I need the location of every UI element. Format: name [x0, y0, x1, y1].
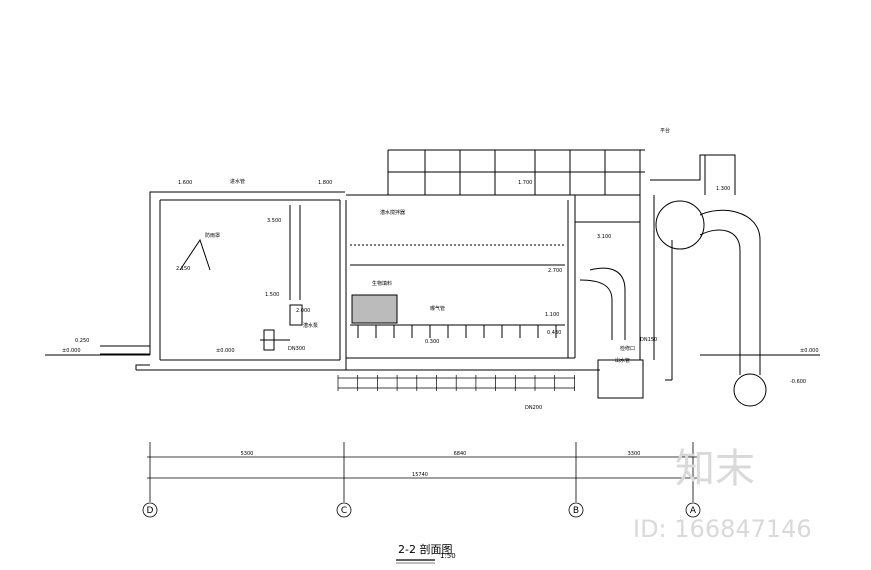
level-label: ±0.000: [216, 348, 235, 354]
level-label: 1.700: [518, 180, 532, 186]
level-label: -0.600: [790, 379, 806, 385]
level-label: 2.000: [296, 308, 310, 314]
drawing-scale: 1:50: [440, 552, 456, 560]
annotation: 检修口: [620, 345, 635, 352]
level-label: 0.250: [75, 338, 89, 344]
dimension-strip: [337, 375, 575, 391]
drawing-title: 2-2 剖面图: [398, 542, 452, 556]
level-label: 2.150: [176, 266, 190, 272]
annotation: 进水管: [230, 178, 245, 185]
level-label: ±0.000: [800, 348, 819, 354]
pump: [289, 304, 303, 326]
watermark-id: ID: 166847146: [633, 515, 812, 543]
right-chamber-top: [574, 195, 641, 223]
annotation: 生物填料: [372, 280, 392, 287]
level-label: 1.300: [716, 186, 730, 192]
outlet-pipe-inner: [699, 229, 741, 375]
level-label: 2.700: [548, 268, 562, 274]
span-dimension: 3300: [628, 451, 641, 457]
axis-label: A: [690, 506, 697, 516]
outlet-pipe: [699, 209, 761, 375]
annotation: 潜水搅拌器: [380, 209, 405, 216]
level-label: 0.300: [425, 339, 439, 345]
total-dimension: 15740: [412, 472, 428, 478]
span-dimension: 6840: [454, 451, 467, 457]
axis-bubble-B: [568, 502, 584, 518]
outlet-pipe-end: [733, 373, 767, 407]
right-platform: [650, 154, 736, 195]
axis-label: C: [341, 506, 347, 516]
level-label: 3.100: [597, 234, 611, 240]
annotation: 曝气管: [430, 305, 445, 312]
annotation: 潜水泵: [303, 322, 318, 329]
level-label: 1.500: [265, 292, 279, 298]
span-dimension: 5300: [241, 451, 254, 457]
sump-pit: [597, 359, 644, 399]
annotation: 防雨罩: [205, 232, 220, 239]
level-label: 0.430: [547, 330, 561, 336]
filter-media: [351, 294, 398, 324]
axis-label: D: [147, 506, 154, 516]
axis-bubble-A: [685, 502, 701, 518]
annotation: DN200: [525, 405, 542, 411]
valve: [263, 329, 275, 351]
cover-bracket: [179, 238, 211, 271]
annotation: 平台: [660, 127, 670, 134]
level-label: 1.600: [178, 180, 192, 186]
level-label: 3.500: [267, 218, 281, 224]
diffuser-legs: [357, 325, 557, 338]
level-label: 1.800: [318, 180, 332, 186]
return-pipe: [589, 267, 626, 340]
left-chamber-wall: [149, 191, 345, 355]
axis-bubble-D: [142, 502, 158, 518]
annotation: DN300: [288, 346, 305, 352]
foundation-left: [135, 364, 150, 370]
level-label: 1.100: [545, 312, 559, 318]
axis-grid: [142, 442, 701, 518]
elbow-circle: [655, 200, 705, 250]
axis-label: B: [573, 506, 579, 516]
annotation: 出水管: [615, 357, 630, 364]
level-label: ±0.000: [62, 348, 81, 354]
return-pipe-inner: [579, 279, 613, 340]
annotation: DN150: [640, 337, 657, 343]
watermark-brand: 知末: [675, 446, 755, 492]
tank-structure: [45, 149, 820, 407]
axis-bubble-C: [336, 502, 352, 518]
